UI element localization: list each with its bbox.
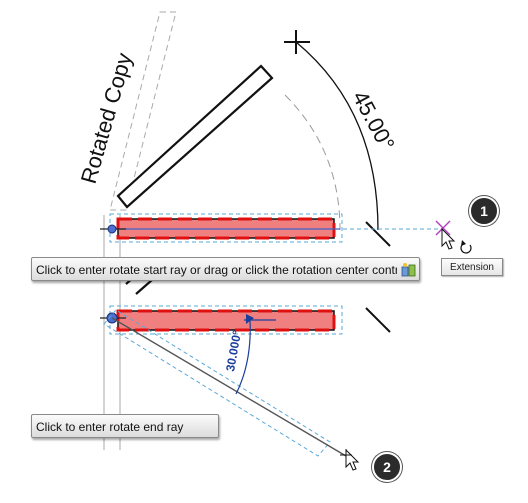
construction-arc: [284, 94, 341, 231]
temp-angle-arrow: [246, 314, 254, 324]
step-badge-1: 1: [469, 196, 499, 226]
end-ray-tooltip-text: Click to enter rotate end ray: [36, 420, 184, 434]
end-ray-bounds: [103, 309, 331, 457]
move-cursor-icon: [340, 448, 360, 471]
end-ray-tooltip: Click to enter rotate end ray: [31, 414, 219, 438]
temp-angle-label[interactable]: 30.000°: [223, 329, 244, 373]
rotated-copy-wall: [116, 64, 274, 209]
selected-wall-lower[interactable]: [109, 305, 343, 335]
ghost-rotated-wall: [109, 11, 177, 211]
angle-label: 45.00°: [348, 87, 400, 155]
extension-snap-tooltip: Extension: [441, 258, 503, 276]
start-ray-tooltip-text: Click to enter rotate start ray or drag …: [36, 263, 397, 277]
angle-dimension-arc: [295, 41, 379, 231]
temp-angle-arc: [235, 319, 251, 395]
start-ray-tooltip: Click to enter rotate start ray or drag …: [31, 257, 420, 281]
snap-point-marker: [435, 220, 451, 236]
rotated-copy-label: Rotated Copy: [76, 50, 137, 186]
arrow-cursor-icon: [441, 227, 456, 250]
reference-lines: [103, 215, 121, 450]
selected-wall-upper[interactable]: [109, 213, 343, 243]
rotate-cursor-icon: [460, 240, 472, 254]
dimension-ticks: [284, 30, 391, 333]
step-badge-2: 2: [372, 452, 402, 482]
end-ray: [111, 317, 347, 457]
revit-help-icon[interactable]: [401, 262, 416, 277]
rotation-center-upper[interactable]: [100, 224, 126, 234]
